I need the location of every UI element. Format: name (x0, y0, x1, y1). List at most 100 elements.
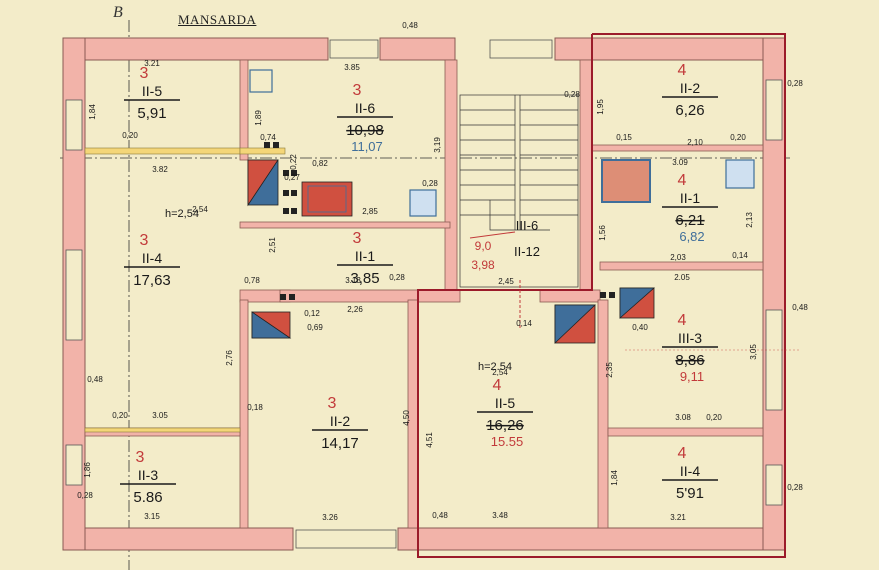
outer-walls (62, 37, 786, 551)
dimension-d020a: 0,20 (122, 131, 138, 140)
dimension-d186: 1,86 (83, 462, 92, 478)
light-partitions (84, 147, 286, 433)
dimension-d048s: 0,48 (792, 303, 808, 312)
dimension-d048b: 0,48 (432, 511, 448, 520)
staircase (459, 94, 579, 288)
room-code-a4-3: III-3 (678, 330, 702, 346)
room-code-a4-5: II-5 (495, 395, 515, 411)
dimension-d020b: 0,20 (112, 411, 128, 420)
room-height-a4-5: h=2.54 (478, 361, 512, 373)
room-code-a3-2: II-2 (330, 413, 350, 429)
unit-number-a3-6: 3 (353, 82, 362, 99)
dimension-d014b: 0,14 (516, 319, 532, 328)
windows (65, 39, 783, 549)
dimension-d048_top: 0,48 (402, 21, 418, 30)
dimension-d027: 0,27 (284, 173, 300, 182)
inner-walls (84, 59, 764, 529)
room-area-a3-6: 10,98 (346, 122, 384, 139)
dimension-labels: 0,48 3.21 3.85 3.82 2,54 0,20 0,74 0,82 0,22 0,27… (77, 21, 808, 522)
dimension-d254b: 2,54 (492, 368, 508, 377)
unit-number-a3-4: 3 (140, 232, 149, 249)
unit-number-a3-1: 3 (353, 230, 362, 247)
room-area-alt-a3-6: 11,07 (351, 139, 383, 154)
chimney-flues (264, 142, 615, 300)
room-area-a4-4: 5'91 (676, 485, 704, 502)
dimension-d235: 2,35 (605, 362, 614, 378)
dimension-d321: 3.21 (144, 59, 160, 68)
dimension-d074: 0,74 (260, 133, 276, 142)
unit-number-a3-2: 3 (328, 395, 337, 412)
dimension-d254: 2,54 (192, 205, 208, 214)
unit-number-a3-5: 3 (140, 65, 149, 82)
dimension-d285: 2,85 (362, 207, 378, 216)
unit-number-a4-1: 4 (678, 172, 687, 189)
dimension-d156: 1,56 (598, 225, 607, 241)
dimension-d385: 3.85 (344, 63, 360, 72)
dimension-d040: 0,40 (632, 323, 648, 332)
apartment-4-outline (417, 33, 786, 558)
dimension-d022: 0,22 (289, 154, 298, 170)
dimension-d028r: 0,28 (787, 79, 803, 88)
dimension-d189: 1,89 (254, 110, 263, 126)
dimension-d319: 3,19 (433, 137, 442, 153)
dimension-d245: 2,45 (498, 277, 514, 286)
room-code-a3-5: II-5 (142, 83, 162, 99)
room-code-a3-3: II-3 (138, 467, 158, 483)
room-area-alt-a4-3: 9,11 (680, 369, 704, 384)
dimension-d309: 3.09 (672, 158, 688, 167)
dimension-d028s: 0,28 (787, 483, 803, 492)
room-code-a4-1: II-1 (680, 190, 700, 206)
unit-number-a3-3: 3 (136, 449, 145, 466)
dimension-d028b: 0,28 (389, 273, 405, 282)
dimension-d078: 0,78 (244, 276, 260, 285)
unit-number-a4-4: 4 (678, 445, 687, 462)
room-area-a3-2: 14,17 (321, 435, 359, 452)
unit-number-a4-2: 4 (678, 62, 687, 79)
stair-room-a: III-6 (516, 218, 538, 233)
sinks (249, 69, 755, 217)
dimension-d326: 3.26 (322, 513, 338, 522)
room-code-a4-4: II-4 (680, 463, 700, 479)
room-code-a3-4: II-4 (142, 250, 162, 266)
red-annotations (469, 231, 800, 351)
room-area-a3-4: 17,63 (133, 272, 171, 289)
room-area-a4-2: 6,26 (675, 102, 704, 119)
dimension-d451: 4,51 (425, 432, 434, 448)
dimension-d028a: 0,28 (422, 179, 438, 188)
dimension-d305r: 3,05 (749, 344, 758, 360)
dimension-d028m: 0,28 (564, 90, 580, 99)
dimension-d012: 0,12 (304, 309, 320, 318)
dimension-d308: 3.08 (675, 413, 691, 422)
room-area-a3-1: 3,85 (350, 270, 379, 287)
dimension-d315: 3.15 (144, 512, 160, 521)
room-area-a4-3: 8,86 (675, 352, 704, 369)
room-labels: 3II-55,913II-610,9811,073II-417,63h=2,54… (120, 62, 718, 506)
dimension-d450: 4,50 (402, 410, 411, 426)
unit-number-a4-3: 4 (678, 312, 687, 329)
dimension-d203: 2,03 (670, 253, 686, 262)
dimension-d276: 2,76 (225, 350, 234, 366)
dimension-d028c: 0,28 (77, 491, 93, 500)
dimension-d213: 2,13 (745, 212, 754, 228)
room-code-a3-1: II-1 (355, 248, 375, 264)
dimension-d082: 0,82 (312, 159, 328, 168)
dimension-d210: 2,10 (687, 138, 703, 147)
dimension-d205: 2.05 (674, 273, 690, 282)
dimension-d020c: 0,20 (730, 133, 746, 142)
dimension-d321b: 3.21 (670, 513, 686, 522)
room-area-a4-5: 16,26 (486, 417, 524, 434)
room-area-alt-a4-5: 15.55 (491, 434, 524, 449)
room-area-alt-a4-1: 6,82 (679, 229, 704, 244)
unit-number-a4-5: 4 (493, 377, 502, 394)
dimension-d184: 1,84 (610, 470, 619, 486)
dimension-d226: 2,26 (347, 305, 363, 314)
stair-area-b: 3,98 (471, 258, 495, 272)
stair-area-a: 9,0 (475, 239, 492, 253)
dimension-d313: 3.13 (345, 276, 361, 285)
dimension-d048l: 0,48 (87, 375, 103, 384)
dimension-d195: 1,95 (596, 99, 605, 115)
dimension-d251: 2,51 (268, 237, 277, 253)
dimension-d348: 3.48 (492, 511, 508, 520)
dimension-d382: 3.82 (152, 165, 168, 174)
